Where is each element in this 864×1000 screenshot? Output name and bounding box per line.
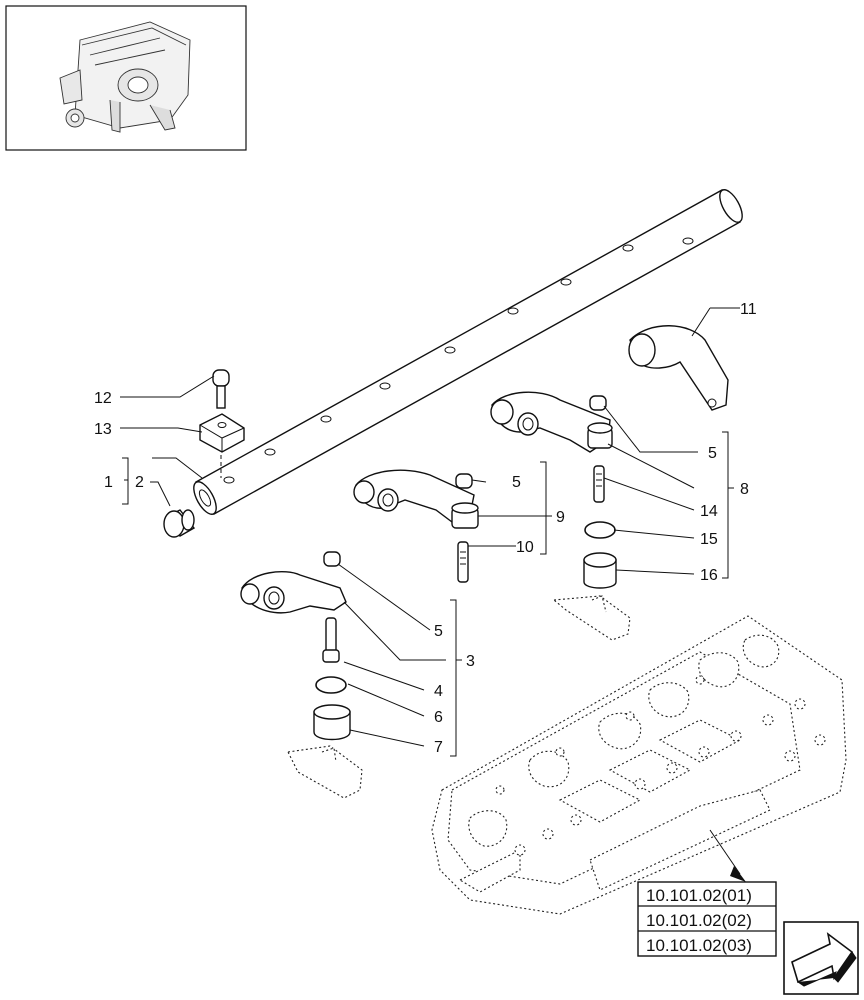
valve-bridge-left	[287, 745, 363, 799]
next-page-button[interactable]	[783, 921, 859, 995]
callout-8: 8	[740, 481, 749, 498]
reference-boxes[interactable]: 10.101.02(01) 10.101.02(02) 10.101.02(03…	[637, 881, 777, 957]
callout-6: 6	[434, 709, 443, 726]
callout-1: 1	[104, 474, 113, 491]
tappet-part-7	[313, 704, 351, 741]
callout-3: 3	[466, 653, 475, 670]
callout-10: 10	[516, 539, 534, 556]
reference-link-3[interactable]: 10.101.02(03)	[646, 936, 752, 955]
rocker-arm-part-3	[240, 571, 347, 614]
cup-part-8	[587, 422, 613, 449]
shaft-oil-holes	[223, 237, 694, 484]
callout-11: 11	[740, 301, 757, 318]
rocker-arm-part-9	[353, 469, 475, 523]
circlip-part-15	[584, 521, 616, 539]
callout-13: 13	[94, 421, 112, 438]
screw-head-part-5-left	[323, 551, 341, 567]
plug-part-2	[163, 509, 196, 538]
tappet-part-16	[583, 552, 617, 589]
callout-12: 12	[94, 390, 112, 407]
callout-5-right: 5	[708, 445, 717, 462]
callout-labels: 1 2 3 4 5 5 5 6 7 8 9 10 11 12 13 14 15 …	[94, 301, 757, 756]
cylinder-head	[431, 615, 847, 915]
screw-part-14	[593, 465, 605, 503]
callout-14: 14	[700, 503, 718, 520]
bracket-part-13	[199, 413, 245, 453]
engine-icon	[59, 21, 191, 133]
leader-lines	[120, 307, 741, 875]
callout-15: 15	[700, 531, 718, 548]
reference-link-1[interactable]: 10.101.02(01)	[646, 886, 752, 905]
callout-16: 16	[700, 567, 718, 584]
circlip-part-6	[315, 676, 347, 694]
callout-7: 7	[434, 739, 443, 756]
next-page-arrow-icon	[791, 932, 857, 987]
screw-head-part-5-middle	[455, 473, 473, 489]
rocker-arm-part-11	[628, 325, 729, 411]
screw-part-10	[457, 541, 469, 583]
callout-5-middle: 5	[512, 474, 521, 491]
valve-bridge-right	[552, 595, 631, 641]
callout-5-left: 5	[434, 623, 443, 640]
engine-thumbnail[interactable]	[5, 5, 247, 151]
screw-part-4	[322, 617, 340, 663]
reference-arrowhead	[730, 866, 746, 882]
reference-link-2[interactable]: 10.101.02(02)	[646, 911, 752, 930]
callout-4: 4	[434, 683, 443, 700]
rocker-shaft	[193, 189, 743, 515]
callout-2: 2	[135, 474, 144, 491]
cup-part-9	[451, 502, 479, 529]
callout-9: 9	[556, 509, 565, 526]
screw-head-part-5-right	[589, 395, 607, 411]
